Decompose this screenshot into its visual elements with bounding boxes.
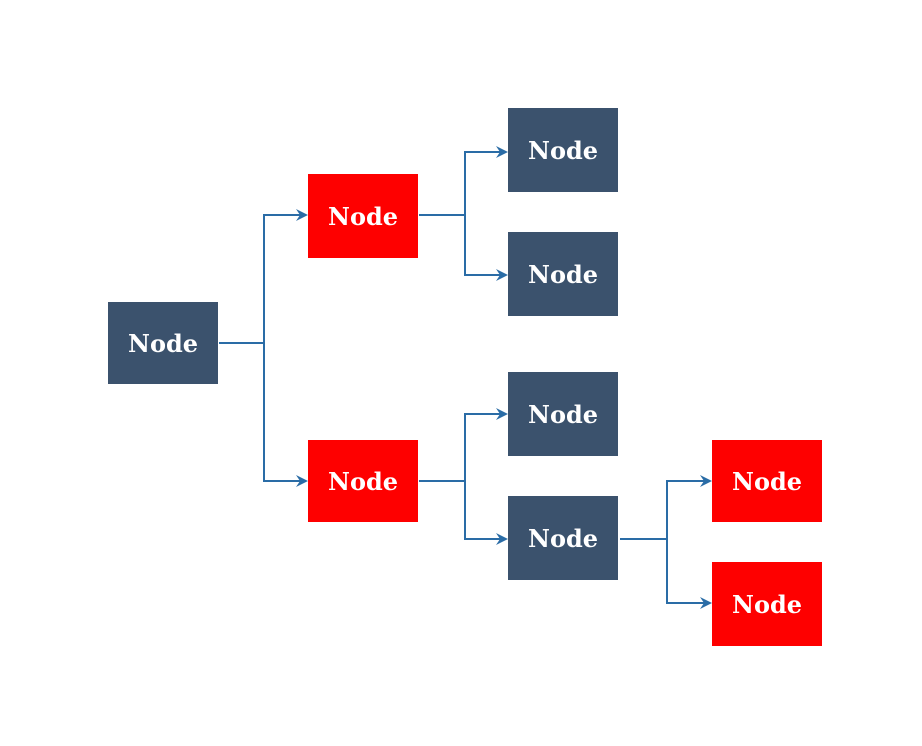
connector-root-branch-bottom (263, 343, 308, 487)
node-leaf-5: Node (712, 440, 822, 522)
node-root: Node (108, 302, 218, 384)
connector-branch-top-leaf-1 (419, 146, 508, 216)
node-mid-4: Node (508, 496, 618, 580)
connector-branch-bottom-leaf-3 (419, 408, 508, 482)
node-leaf-6: Node (712, 562, 822, 646)
connector-mid-4-leaf-5 (620, 475, 712, 540)
node-leaf-2: Node (508, 232, 618, 316)
connector-root-branch-top (219, 209, 308, 344)
node-branch-top: Node (308, 174, 418, 258)
node-leaf-1: Node (508, 108, 618, 192)
connector-branch-top-leaf-2 (464, 215, 508, 281)
node-leaf-3: Node (508, 372, 618, 456)
connector-branch-bottom-mid-4 (464, 481, 508, 545)
connector-mid-4-leaf-6 (666, 539, 712, 609)
node-branch-bottom: Node (308, 440, 418, 522)
